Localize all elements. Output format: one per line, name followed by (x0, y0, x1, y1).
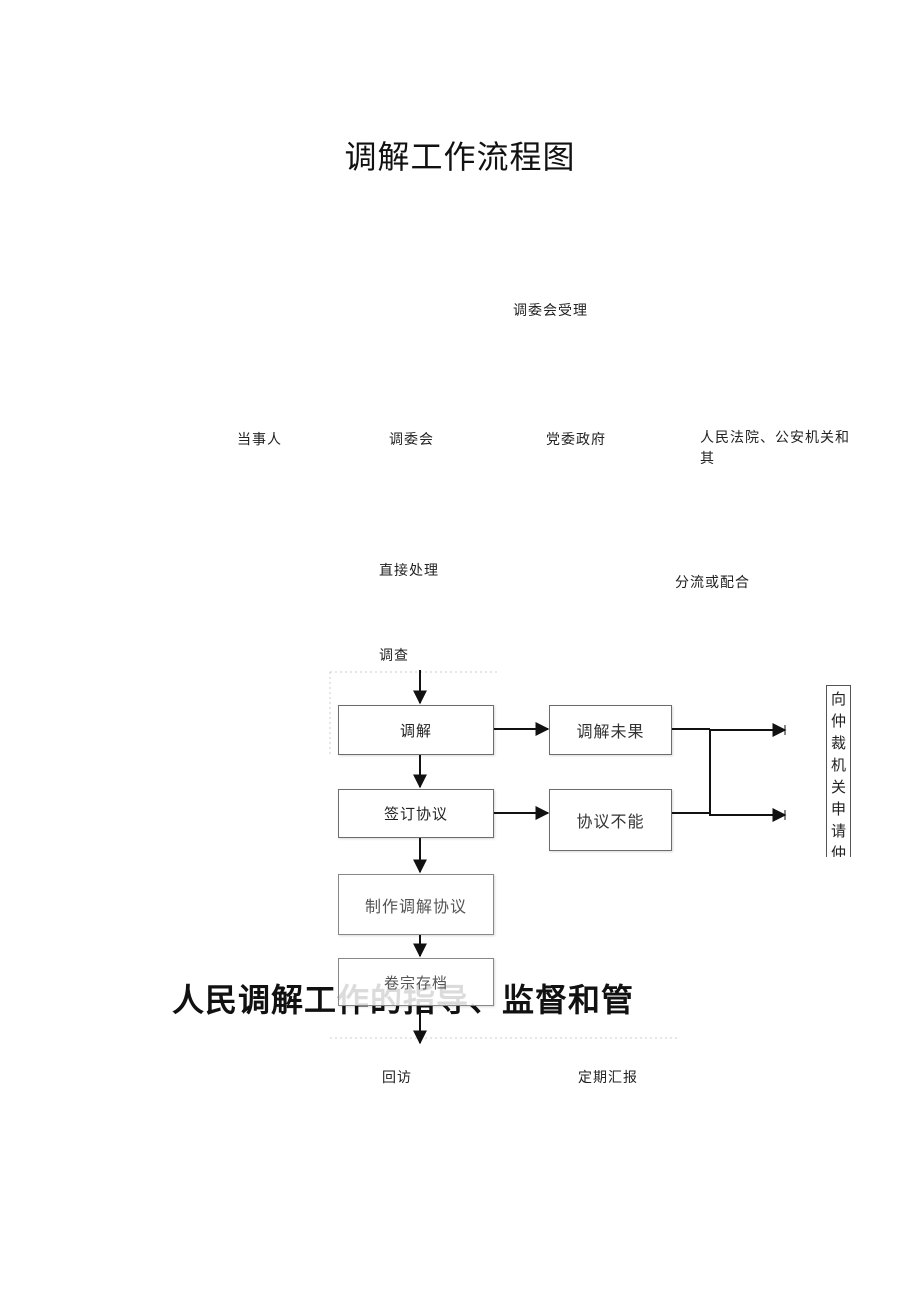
box-make-agreement: 制作调解协议 (338, 874, 494, 935)
node-revisit: 回访 (382, 1070, 412, 1086)
box-mediate-fail: 调解未果 (549, 705, 672, 755)
arbitration-char: 关 (830, 778, 846, 796)
page-title: 调解工作流程图 (344, 138, 576, 176)
node-accept: 调委会受理 (513, 303, 588, 319)
node-report: 定期汇报 (578, 1070, 638, 1086)
node-party-gov: 党委政府 (546, 432, 606, 448)
arbitration-char: 仲 (830, 844, 846, 857)
box-archive: 卷宗存档 (338, 958, 494, 1006)
arbitration-char: 申 (830, 800, 846, 818)
node-divert: 分流或配合 (675, 575, 750, 591)
box-arbitration: 向 仲 裁 机 关 申 请 仲 (826, 685, 851, 857)
arbitration-char: 向 (830, 690, 846, 708)
node-party: 当事人 (237, 432, 282, 448)
arbitration-char: 裁 (830, 734, 846, 752)
node-direct-handle: 直接处理 (379, 563, 439, 579)
box-sign-agreement: 签订协议 (338, 789, 494, 838)
node-investigate: 调查 (379, 648, 409, 664)
arbitration-char: 请 (830, 822, 846, 840)
box-mediate: 调解 (338, 705, 494, 755)
node-court-police: 人民法院、公安机关和其 (700, 430, 850, 467)
box-agreement-fail: 协议不能 (549, 789, 672, 851)
arbitration-char: 机 (830, 756, 846, 774)
arbitration-char: 仲 (830, 712, 846, 730)
node-committee: 调委会 (389, 432, 434, 448)
